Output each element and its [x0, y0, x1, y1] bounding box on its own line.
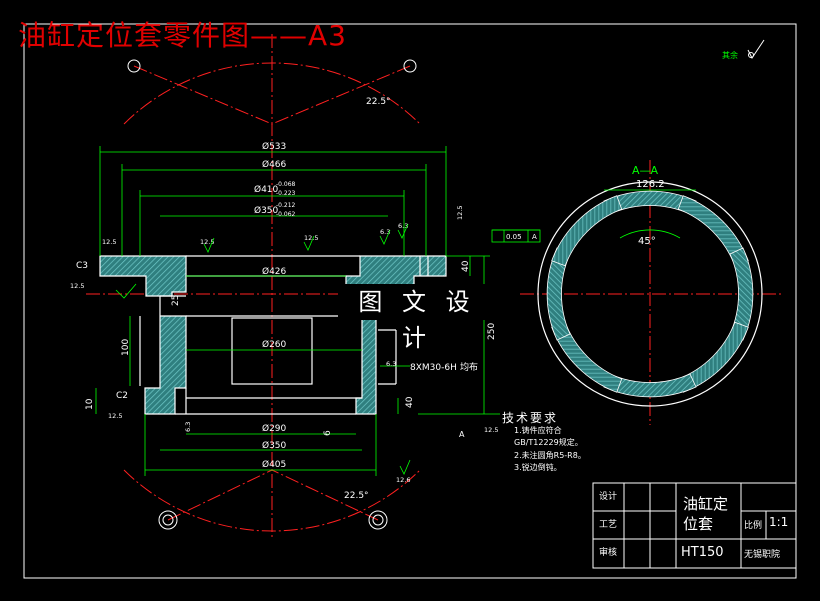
- tb-design-label: 设计: [599, 492, 618, 502]
- dim-d410-tol-upper: -0.068: [276, 181, 296, 188]
- dim-d290: Ø290: [262, 423, 287, 434]
- dim-angle-top: 22.5°: [366, 97, 391, 107]
- section-view: [99, 255, 447, 415]
- roughness-value: 12.5: [484, 426, 498, 434]
- datum-label: A: [459, 430, 465, 439]
- dim-d350-tol-lower: -0.062: [276, 211, 296, 218]
- dim-d426: Ø426: [262, 266, 287, 277]
- tb-process-label: 工艺: [599, 520, 618, 530]
- dim-len6: 6: [323, 430, 333, 436]
- tb-part-name-line2: 位套: [683, 515, 714, 533]
- tb-material: HT150: [681, 545, 724, 560]
- roughness-value: 6.3: [398, 222, 408, 230]
- dim-d405: Ø405: [262, 459, 286, 470]
- dimension-lines: [95, 146, 541, 476]
- roughness-value: 12.5: [200, 238, 214, 246]
- roughness-note-label: 其余: [722, 50, 738, 60]
- roughness-value: 12.5: [70, 282, 84, 290]
- tech-requirement-item: 1.铸件应符合: [514, 425, 562, 435]
- section-hatch-segments: [546, 190, 754, 398]
- dim-len100: 100: [121, 339, 131, 356]
- tb-review-label: 审核: [599, 548, 618, 558]
- roughness-value: 12.6: [396, 476, 410, 484]
- roughness-value: 12.5: [108, 412, 122, 420]
- tolerance-value: 0.05: [506, 233, 522, 241]
- roughness-symbol-top-right: 其余: [722, 39, 765, 60]
- dim-len25: 25: [171, 295, 181, 306]
- tb-scale-value: 1:1: [769, 515, 789, 529]
- tech-requirements: 技术要求 1.铸件应符合 GB/T12229规定。 2.未注圆角R5-R8。 3…: [500, 412, 586, 475]
- dim-c3: C3: [76, 261, 88, 271]
- section-a-a-view: A—A 126.2 45°: [537, 164, 763, 407]
- watermark: 图 文 设 计: [338, 284, 496, 352]
- dim-thread-note: 均布: [460, 361, 478, 373]
- section-angle-dim: 45°: [638, 236, 656, 247]
- title-block-grid: [592, 482, 797, 569]
- drawing-frame: [23, 23, 797, 579]
- dim-d350-bottom: Ø350: [262, 440, 287, 451]
- dim-d350-tol-upper: -0.212: [276, 202, 296, 209]
- tolerance-datum: A: [532, 233, 537, 241]
- dim-len250: 250: [487, 323, 497, 340]
- roughness-value: 12.5: [456, 206, 464, 220]
- tb-scale-label: 比例: [744, 521, 763, 531]
- roughness-value: 6.3: [380, 228, 390, 236]
- section-label: A—A: [632, 164, 659, 177]
- roughness-value: 12.5: [304, 234, 318, 242]
- roughness-marks: 12.5 12.5 12.5 6.3 6.3 12.5 12.5 12.5 6.…: [70, 206, 498, 484]
- tech-requirements-title: 技术要求: [502, 411, 559, 425]
- dim-d260: Ø260: [262, 339, 287, 350]
- dim-d350-top: Ø350: [254, 205, 279, 216]
- dim-len40-top: 40: [461, 260, 471, 272]
- roughness-value: 6.3: [184, 422, 192, 432]
- tb-part-name-line1: 油缸定: [683, 495, 729, 513]
- tech-requirement-item: 3.锐边倒钝。: [514, 463, 562, 472]
- tech-requirement-item: GB/T12229规定。: [514, 438, 583, 447]
- dim-len40-bottom: 40: [405, 396, 415, 408]
- left-flange-section: [99, 255, 187, 415]
- dim-d466: Ø466: [262, 159, 287, 170]
- dim-c2: C2: [116, 391, 128, 401]
- dim-thread: 8XM30-6H: [410, 363, 457, 373]
- title-block: 设计 工艺 审核 油缸定 位套 比例 1:1 HT150 无锡职院: [593, 483, 796, 568]
- dim-d410: Ø410: [254, 184, 279, 195]
- dim-angle-bottom: 22.5°: [344, 491, 369, 501]
- roughness-value: 12.5: [102, 238, 116, 246]
- dimension-texts: Ø533 Ø466 Ø410 -0.068 -0.223 Ø350 -0.212…: [76, 97, 537, 501]
- roughness-value: 6.3: [386, 360, 396, 368]
- dim-len10: 10: [85, 398, 95, 410]
- drawing-title: 油缸定位套零件图——A3: [18, 19, 347, 52]
- dim-d410-tol-lower: -0.223: [276, 190, 296, 197]
- tech-requirement-item: 2.未注圆角R5-R8。: [514, 450, 586, 460]
- section-width-dim: 126.2: [636, 179, 665, 190]
- dim-d533: Ø533: [262, 141, 286, 152]
- tb-school: 无锡职院: [744, 550, 781, 560]
- bolt-holes: [127, 59, 417, 530]
